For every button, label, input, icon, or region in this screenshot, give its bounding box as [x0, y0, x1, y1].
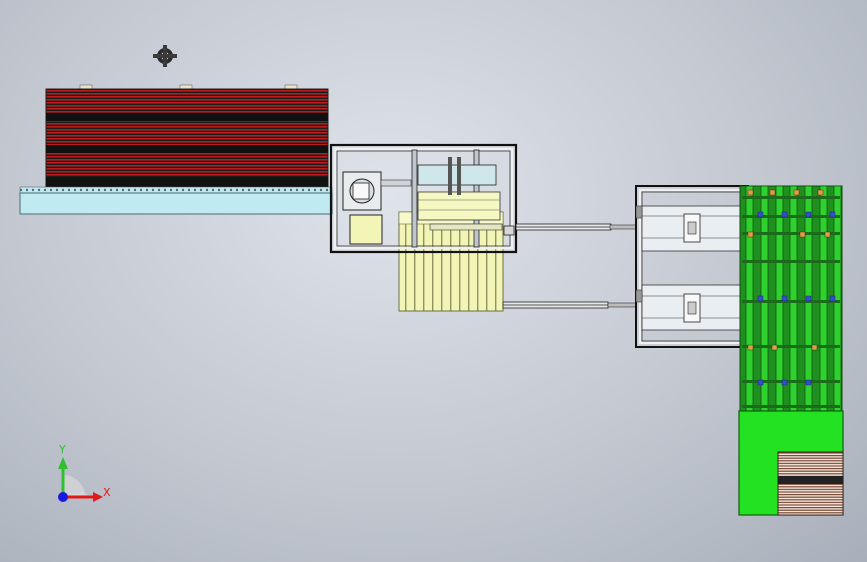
rail-block	[771, 344, 778, 351]
rail-block	[781, 295, 788, 302]
x-arrow	[93, 492, 103, 502]
gear-icon	[153, 45, 177, 67]
green-rail	[745, 185, 754, 413]
rail-crossbar	[742, 345, 840, 348]
rail-crossbar	[742, 405, 840, 408]
linear-shaft-upper[interactable]	[515, 223, 637, 231]
rail-block	[781, 379, 788, 386]
rail-block	[824, 231, 831, 238]
linear-shaft-lower[interactable]	[502, 301, 637, 309]
x-axis-label: X	[103, 486, 111, 499]
rail-block	[793, 189, 800, 196]
transfer-frame[interactable]	[329, 143, 518, 254]
rail-block	[799, 231, 806, 238]
output-base[interactable]	[738, 410, 844, 516]
rail-block	[747, 344, 754, 351]
gripper-head[interactable]	[342, 171, 412, 245]
rail-block	[805, 379, 812, 386]
rail-block	[757, 211, 764, 218]
striped-stack-unit[interactable]	[45, 84, 329, 189]
rail-block	[757, 379, 764, 386]
rail-block	[747, 231, 754, 238]
rail-crossbar	[742, 300, 840, 303]
rail-crossbar	[742, 232, 840, 235]
rail-block	[757, 295, 764, 302]
y-arrow	[58, 457, 68, 469]
green-rail	[819, 185, 828, 413]
rail-crossbar	[742, 260, 840, 263]
z-axis-dot	[58, 492, 68, 502]
rail-block	[829, 295, 836, 302]
rail-block	[769, 189, 776, 196]
rail-block	[781, 211, 788, 218]
rail-crossbar	[742, 380, 840, 383]
axis-triad-icon: Y X	[58, 443, 111, 502]
rail-block	[817, 189, 824, 196]
dual-lane-frame[interactable]	[635, 185, 749, 348]
green-rail-bank[interactable]	[739, 185, 843, 413]
rail-block	[811, 344, 818, 351]
rail-block	[805, 211, 812, 218]
rail-crossbar	[742, 196, 840, 199]
green-rail	[789, 185, 798, 413]
y-axis-label: Y	[58, 443, 66, 456]
rail-block	[829, 211, 836, 218]
input-conveyor[interactable]	[19, 186, 333, 215]
rail-block	[747, 189, 754, 196]
rail-block	[805, 295, 812, 302]
rail-crossbar	[742, 215, 840, 218]
